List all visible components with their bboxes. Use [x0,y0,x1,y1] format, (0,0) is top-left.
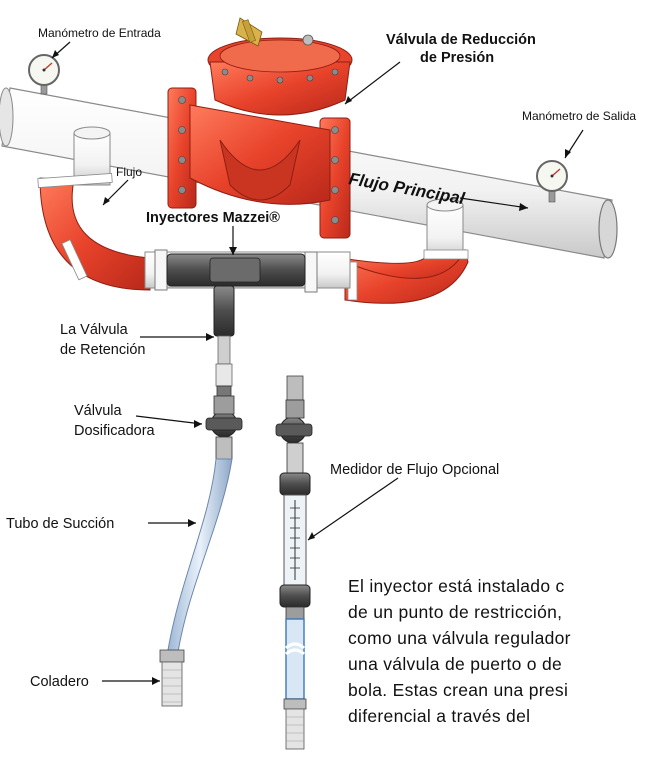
label-flow-meter: Medidor de Flujo Opcional [330,462,499,478]
suction-tube [168,459,232,652]
description-line: de un punto de restricción, [348,599,647,625]
elbow-right [340,250,468,303]
label-inlet-gauge: Manómetro de Entrada [38,26,161,40]
label-prv-line2: de Presión [420,50,494,66]
description-line: El inyector está instalado c [348,573,647,599]
metering-valve-left-icon [206,396,242,459]
inlet-gauge-icon [29,55,59,94]
description-line: como una válvula regulador [348,625,647,651]
label-metering-valve-line1: Válvula [74,403,122,419]
label-strainer: Coladero [30,674,89,690]
flow-meter-icon [280,473,310,619]
label-injectors: Inyectores Mazzei® [146,210,280,226]
label-outlet-gauge: Manómetro de Salida [522,109,636,123]
label-check-valve-line1: La Válvula [60,322,129,338]
label-suction-tube: Tubo de Succión [6,516,114,532]
metering-valve-right-icon [276,376,312,473]
description-line: una válvula de puerto o de [348,651,647,677]
strainer-right-icon [284,699,306,749]
description-line: diferencial a través del [348,703,647,729]
label-flow: Flujo [116,165,142,179]
label-check-valve-line2: de Retención [60,342,145,358]
elbow-left [38,173,150,290]
strainer-icon [160,650,184,706]
description-text: El inyector está instalado c de un punto… [348,573,647,759]
label-metering-valve-line2: Dosificadora [74,423,156,439]
injector-line-left [214,286,234,396]
pressure-reducing-valve [168,18,352,238]
label-prv-line1: Válvula de Reducción [386,32,536,48]
description-line: bola. Estas crean una presi [348,677,647,703]
suction-tube-right [286,619,304,699]
injector-manifold [145,250,350,292]
